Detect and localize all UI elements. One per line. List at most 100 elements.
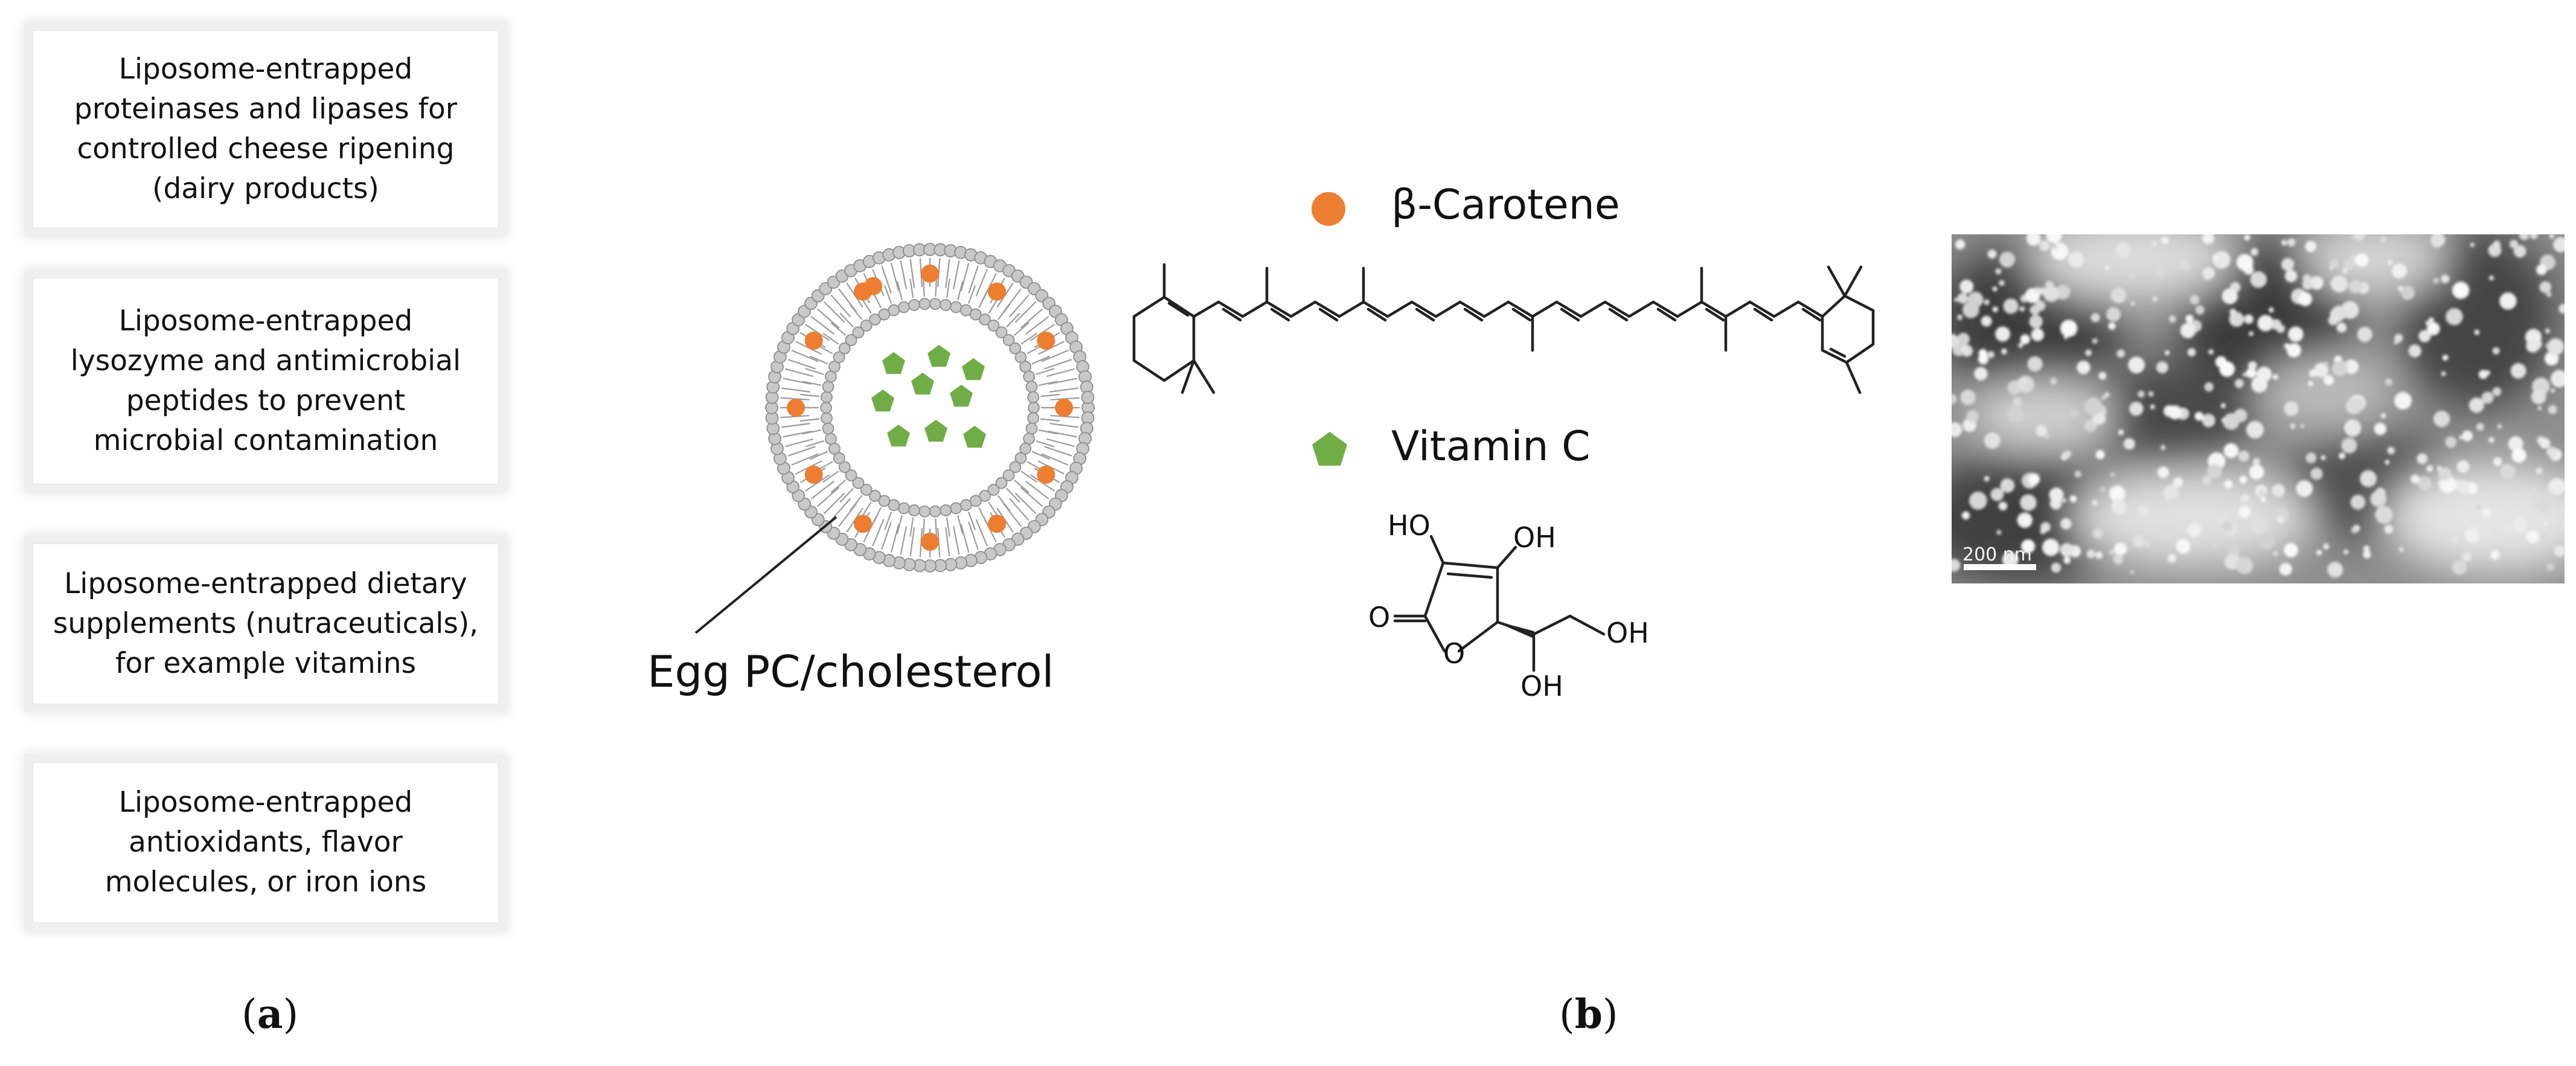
vesicle-spot: [2476, 504, 2481, 510]
vesicle-spot: [2327, 562, 2344, 578]
lipid-tail: [975, 269, 988, 297]
lipid-head: [1009, 342, 1022, 355]
vesicle-spot: [2212, 251, 2231, 269]
lipid-tail: [1014, 492, 1037, 515]
beta-carotene-dot: [988, 515, 1006, 533]
vesicle-spot: [2020, 494, 2037, 511]
vesicle-spot: [2551, 388, 2555, 393]
lipid-tail: [1049, 387, 1079, 393]
vesicle-spot: [2026, 234, 2041, 246]
vesicle-spot: [2546, 563, 2554, 571]
vesicle-spot: [2049, 487, 2064, 502]
vesicle-spot: [2399, 547, 2404, 552]
lipid-head: [824, 432, 837, 445]
lipid-tail: [946, 517, 950, 537]
vesicle-spot: [2437, 481, 2442, 486]
lipid-head: [833, 452, 845, 464]
vesicle-spot: [2211, 542, 2218, 549]
vesicle-spot: [2546, 446, 2557, 457]
vesicle-spot: [2100, 487, 2106, 492]
lipid-tail: [785, 438, 814, 448]
lipid-tail: [1031, 451, 1050, 460]
vesicle-spot: [2062, 498, 2066, 503]
vesicle-spot: [2221, 418, 2225, 422]
lipid-tail: [1039, 429, 1058, 435]
lipid-tail: [830, 480, 847, 493]
lipid-tail: [823, 301, 845, 323]
vesicle-spot: [2351, 398, 2365, 411]
lipid-head: [1002, 469, 1015, 481]
vesicle-spot: [1960, 390, 1976, 405]
vesicle-spot: [2273, 507, 2289, 524]
lipid-tail: [822, 470, 839, 483]
application-box-3: Liposome-entrapped dietary supplements (…: [33, 544, 499, 704]
vesicle-spot: [2287, 238, 2296, 247]
vesicle-spot: [2223, 443, 2239, 458]
vesicle-spot: [2272, 551, 2278, 556]
vesicle-spot: [2509, 240, 2519, 249]
vesicle-spot: [2474, 329, 2480, 335]
vesicle-spot: [2344, 359, 2359, 374]
vesicle-spot: [2203, 272, 2212, 280]
outer-lipid-heads: [765, 243, 1095, 573]
vesicle-spot: [2354, 234, 2365, 241]
lipid-tail: [1009, 294, 1030, 318]
lipid-tail: [1048, 430, 1077, 438]
vesicle-spot: [2284, 269, 2298, 283]
vesicle-spot: [2530, 234, 2539, 239]
vesicle-spot: [2539, 281, 2552, 294]
vesicle-spot: [2287, 343, 2301, 358]
vesicle-spot: [2300, 424, 2305, 428]
vesicle-spot: [1952, 559, 1961, 572]
vesicle-spot: [2543, 521, 2548, 525]
lipid-tail: [1005, 312, 1020, 328]
vesicle-spot: [2493, 457, 2502, 466]
vesicle-spot: [2316, 550, 2322, 556]
vesicle-spot: [2062, 451, 2070, 459]
lipid-tail: [1009, 498, 1030, 521]
vesicle-spot: [2165, 350, 2170, 355]
lipid-tail: [1005, 487, 1020, 503]
vesicle-spot: [2290, 423, 2296, 429]
lipid-head: [918, 298, 931, 310]
inner-lipid-heads: [820, 298, 1040, 518]
vitamin-c-pentagon: [924, 420, 947, 442]
vesicle-spot: [2044, 434, 2049, 440]
vesicle-spot: [2387, 446, 2395, 455]
vesicle-spot: [2109, 549, 2115, 555]
vesicle-spot: [2229, 312, 2244, 327]
vesicle-spot: [2060, 543, 2074, 557]
vesicle-spot: [2243, 373, 2247, 377]
tem-micrograph: 200 nm: [1952, 234, 2565, 583]
vesicle-spot: [2492, 387, 2502, 396]
lipid-head: [950, 301, 963, 313]
lipid-tail: [960, 524, 970, 553]
vesicle-spot: [2236, 557, 2254, 574]
vitamin-c-legend-pentagon-icon: [1312, 432, 1347, 466]
lipid-tail: [805, 440, 824, 448]
lipid-head: [869, 490, 881, 502]
lipid-head: [845, 334, 857, 346]
vesicle-spot: [2272, 374, 2278, 380]
vesicle-spot: [2069, 495, 2077, 502]
vesicle-spot: [2332, 360, 2348, 377]
lipid-tail: [1014, 301, 1037, 323]
vesicle-spot: [2296, 480, 2313, 497]
vesicle-spot: [2034, 287, 2040, 292]
vesicle-spot: [2101, 395, 2106, 400]
vesicle-spot: [2036, 425, 2048, 437]
lipid-head: [1028, 402, 1040, 414]
vesicle-spot: [2462, 430, 2473, 441]
vesicle-spot: [2111, 499, 2127, 515]
lipid-head: [987, 319, 1000, 332]
vesicle-spot: [2051, 562, 2062, 573]
lipid-tail: [945, 258, 950, 288]
lipid-head: [897, 502, 910, 515]
vitamin-c-pentagon: [962, 358, 985, 380]
vesicle-spot: [1987, 351, 1994, 358]
liposome-label: Egg PC/cholesterol: [647, 646, 1054, 697]
vesicle-spot: [2548, 478, 2565, 495]
lipid-tail: [978, 290, 988, 309]
vesicle-spot: [2132, 535, 2145, 548]
vesicle-spot: [2161, 445, 2166, 451]
